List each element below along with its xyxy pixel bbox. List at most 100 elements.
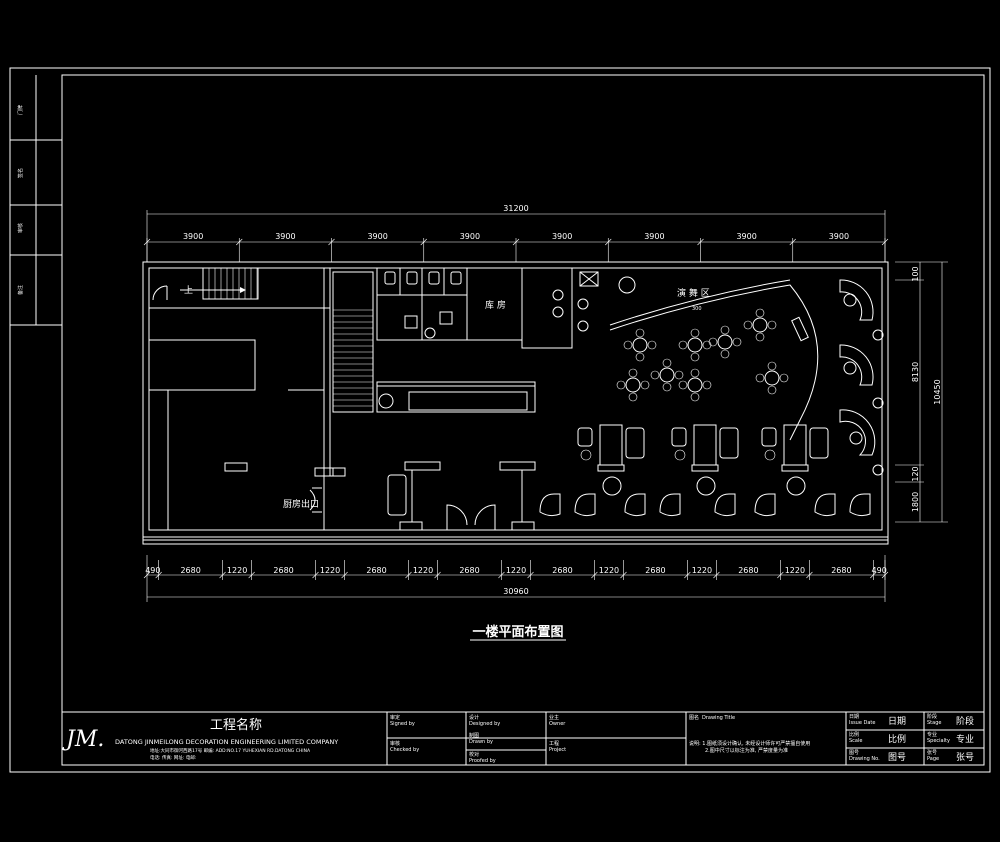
sheet-outer-frame (9, 67, 991, 773)
plant-icon (602, 476, 622, 496)
bottom-segment-dimension: 1220 (692, 566, 712, 575)
chair (767, 361, 777, 371)
stage-label: 演 舞 区 (677, 287, 710, 299)
round-table (632, 337, 648, 353)
round-table (659, 367, 675, 383)
entrance (387, 461, 536, 531)
top-segment-dimension: 3900 (183, 232, 203, 241)
bottom-segment-dimension: 2680 (366, 566, 386, 575)
scale-value: 比例 (888, 733, 906, 745)
issue-date-label-en: Issue Date (849, 720, 875, 726)
company-logo: JM. (62, 727, 104, 752)
owner-label: 业主 (549, 714, 559, 721)
round-table (625, 377, 641, 393)
right-dim-1: 100 (911, 266, 920, 281)
chair (767, 320, 777, 330)
strip-label-3: 审核 (17, 223, 24, 233)
bottom-total-dimension: 30960 (503, 587, 528, 596)
plant-icon (696, 476, 716, 496)
floor-plan: 上 厨房出口 (142, 261, 889, 545)
right-dim-2: 8130 (911, 362, 920, 382)
bottom-segment-dimension: 2680 (552, 566, 572, 575)
chair (755, 373, 765, 383)
round-table (764, 370, 780, 386)
chair (650, 370, 660, 380)
bar-counter (376, 381, 536, 413)
right-dim-4: 1800 (911, 492, 920, 512)
restroom-block (376, 267, 468, 341)
chair (732, 337, 742, 347)
drawing-title-label: 图名 (689, 714, 699, 721)
left-stair-box (202, 267, 259, 300)
side-room (521, 267, 573, 349)
sheet-inner-frame (61, 74, 985, 766)
round-tables (616, 308, 789, 402)
chair (702, 340, 712, 350)
company-address: 地址:大同市御河西路17号 邮编: ADD:NO.17 YUHEXIAN RD.… (150, 747, 311, 754)
chair (708, 337, 718, 347)
chair (674, 370, 684, 380)
owner-label-en: Owner (549, 721, 566, 727)
bottom-segment-dimension: 2680 (738, 566, 758, 575)
round-table (687, 337, 703, 353)
round-table (717, 334, 733, 350)
note-2: 2.图中尺寸以标注为准, 严禁度量为准 (705, 747, 788, 754)
drawing-no-label: 图号 (849, 750, 859, 756)
storage-room-label: 库 房 (485, 299, 506, 311)
chair (678, 380, 688, 390)
booth-row (577, 424, 829, 496)
signed-label: 审定 (390, 714, 400, 721)
bottom-segment-dimension: 1220 (320, 566, 340, 575)
plant-icon (786, 476, 806, 496)
sofa-chair (574, 493, 596, 517)
proofed-label-en: Proofed by (469, 758, 496, 764)
stage-value: 阶段 (956, 715, 974, 727)
top-segment-dimension: 3900 (736, 232, 756, 241)
designed-label: 设计 (469, 714, 479, 721)
chair (720, 349, 730, 359)
bottom-segment-dimension: 2680 (180, 566, 200, 575)
booth-table (599, 424, 623, 466)
bottom-segment-dimension: 1220 (599, 566, 619, 575)
signed-label-en: Signed by (390, 721, 415, 727)
drawn-label-en: Drawn by (469, 739, 493, 745)
chair (720, 325, 730, 335)
designed-label-en: Designed by (469, 721, 500, 727)
right-total-dimension: 10450 (933, 379, 942, 404)
chair (702, 380, 712, 390)
strip-label-1: 门牌 (17, 105, 24, 115)
bottom-segment-dimension: 1220 (227, 566, 247, 575)
company-name-en: DATONG JINMEILONG DECORATION ENGINEERING… (115, 738, 338, 746)
chair (647, 340, 657, 350)
chair (690, 352, 700, 362)
central-stair (332, 271, 374, 413)
drawn-label: 制图 (469, 732, 479, 739)
drawing-no-value: 图号 (888, 752, 906, 763)
top-segment-dimension: 3900 (275, 232, 295, 241)
bottom-segment-dimension: 1220 (785, 566, 805, 575)
right-dim-3: 120 (911, 466, 920, 481)
bottom-sofa-row (539, 493, 871, 517)
title-block: JM. 工程名称 DATONG JINMEILONG DECORATION EN… (61, 711, 985, 766)
bottom-segment-dimension: 2680 (831, 566, 851, 575)
bottom-segment-dimension: 2680 (273, 566, 293, 575)
bottom-segment-dimension: 1220 (506, 566, 526, 575)
left-door-arc (152, 285, 168, 301)
chair (767, 385, 777, 395)
top-segment-dimension: 3900 (644, 232, 664, 241)
strip-label-4: 备注 (17, 285, 24, 295)
kitchen-exit-label: 厨房出口 (283, 498, 319, 510)
chair (616, 380, 626, 390)
checked-label-en: Checked by (390, 747, 419, 753)
vip-booths (839, 279, 884, 476)
chair (779, 373, 789, 383)
page-label-en: Page (927, 756, 939, 762)
round-table (687, 377, 703, 393)
chair (690, 328, 700, 338)
top-total-dimension: 31200 (503, 204, 528, 213)
chair (635, 328, 645, 338)
plant-icon (378, 393, 394, 409)
